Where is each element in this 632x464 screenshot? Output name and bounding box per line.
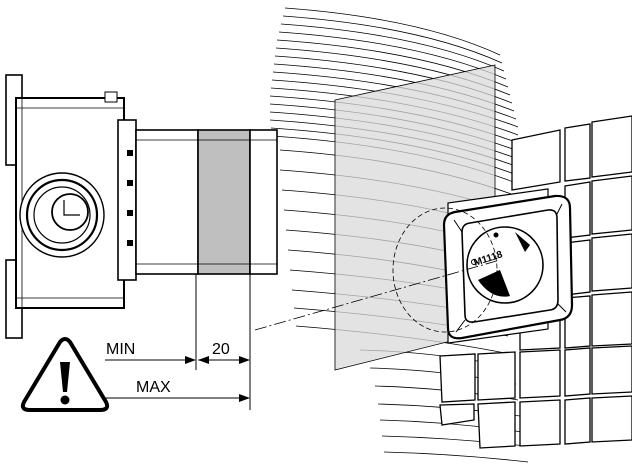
min-label: MIN <box>106 341 135 358</box>
dimension-20-label: 20 <box>212 341 230 358</box>
exclamation-triangle-icon <box>20 337 110 412</box>
rotary-knob: M1118 <box>466 226 544 304</box>
valve-body <box>5 74 137 339</box>
gray-sleeve <box>197 129 251 275</box>
extension-sleeve <box>135 129 278 275</box>
projection-lines <box>254 207 501 333</box>
dimension-arrows <box>185 356 250 402</box>
cover-inner <box>461 209 559 323</box>
side-rail <box>117 119 137 281</box>
max-label: MAX <box>136 379 171 396</box>
